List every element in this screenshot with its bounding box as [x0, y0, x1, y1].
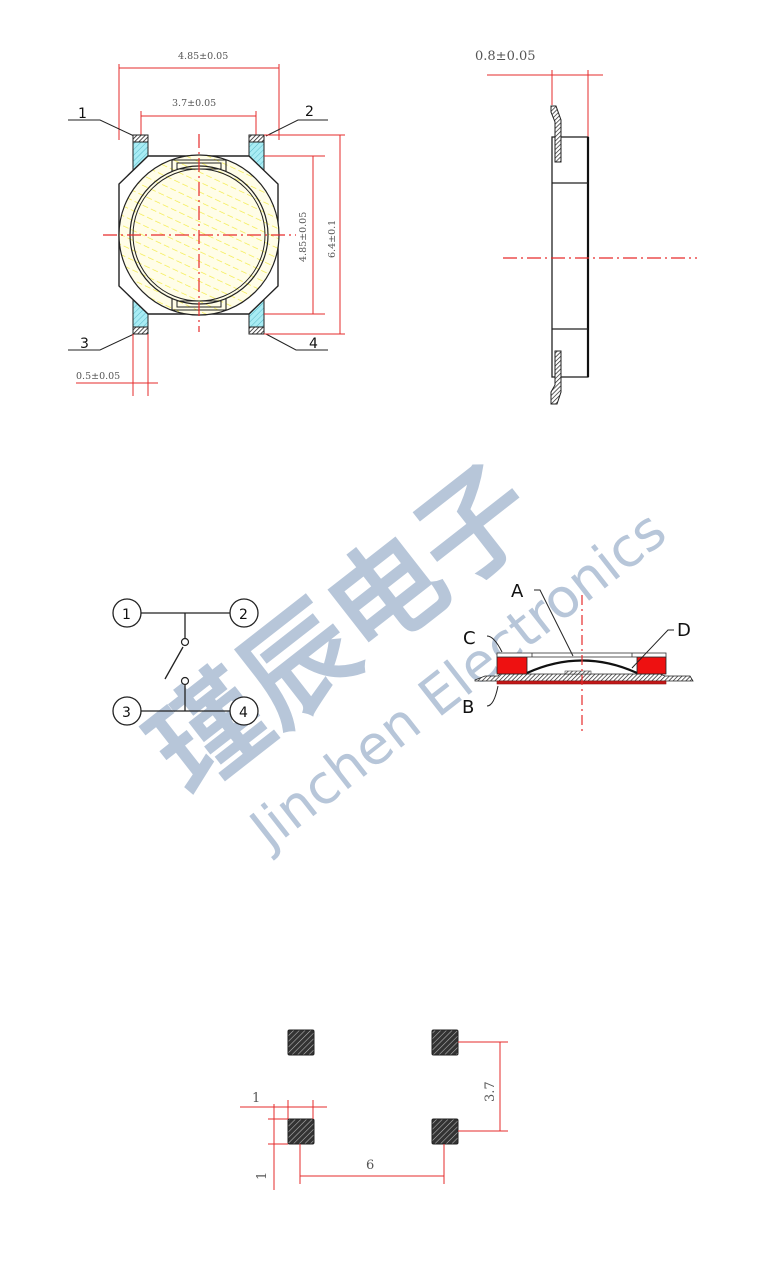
dim-pad-width: 1	[252, 1091, 260, 1106]
pcb-footprint: 3.7 6 1 1	[240, 1029, 508, 1190]
dim-pad-height: 1	[255, 1172, 270, 1180]
dim-overall-width: 4.85±0.05	[178, 51, 228, 62]
pin-label-4: 4	[309, 336, 318, 352]
schematic-pin-1: 1	[122, 607, 131, 623]
dim-terminal-width: 0.5±0.05	[76, 371, 120, 382]
dim-thickness: 0.8±0.05	[475, 49, 536, 64]
label-c: C	[463, 628, 476, 649]
top-view: 4.85±0.05 3.7±0.05 1 2 3 4	[68, 51, 345, 396]
pin-label-3: 3	[80, 336, 89, 352]
schematic-pin-3: 3	[122, 705, 131, 721]
label-b: B	[462, 697, 474, 718]
label-a: A	[511, 581, 524, 602]
dim-inner-width: 3.7±0.05	[172, 98, 216, 109]
pin-label-2: 2	[305, 104, 314, 120]
dim-pitch-x: 6	[366, 1158, 374, 1173]
dim-overall-height: 6.4±0.1	[327, 220, 338, 258]
schematic-pin-2: 2	[239, 607, 248, 623]
pin-label-1: 1	[78, 106, 87, 122]
label-d: D	[677, 620, 691, 641]
dim-body-height: 4.85±0.05	[298, 212, 309, 262]
switch-schematic: 1 2 3 4	[112, 598, 259, 726]
side-view: 0.8±0.05	[475, 49, 697, 405]
cross-section: A D C B	[462, 581, 694, 735]
dim-pitch-y: 3.7	[483, 1081, 498, 1102]
schematic-pin-4: 4	[239, 705, 248, 721]
